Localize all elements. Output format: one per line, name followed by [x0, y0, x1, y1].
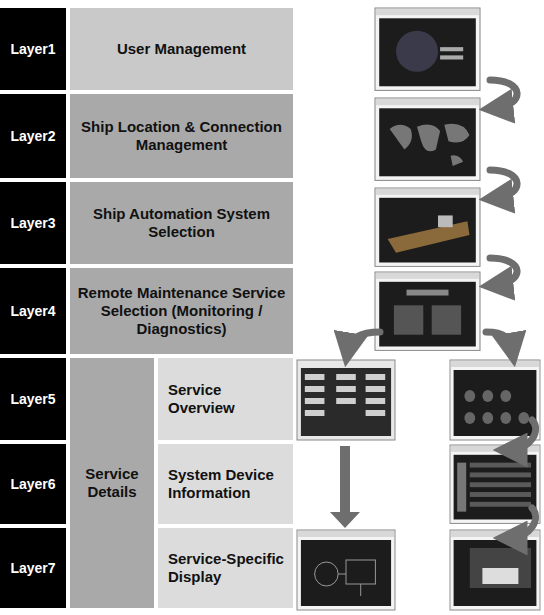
layer-title: User Management — [70, 8, 293, 90]
sub-service: Service Overview — [158, 358, 293, 440]
service-details: Service Details — [70, 358, 154, 608]
layer-label: Layer7 — [0, 528, 66, 608]
node-text: Layer3 — [10, 215, 55, 232]
node-text: Ship Automation System Selection — [76, 205, 287, 241]
sub-service: Service-Specific Display — [158, 528, 293, 608]
world-map-screen — [375, 98, 480, 180]
layer-label: Layer2 — [0, 94, 66, 178]
flow-arrows — [348, 80, 536, 538]
node-text: Layer7 — [10, 560, 55, 577]
service-selection-screen — [375, 272, 480, 350]
layer-label: Layer6 — [0, 444, 66, 524]
diagnostics-display-screen — [450, 530, 540, 610]
layer-title: Ship Location & Connection Management — [70, 94, 293, 178]
login-screen — [375, 8, 480, 90]
node-text: Service Details — [76, 465, 148, 501]
node-text: Layer6 — [10, 476, 55, 493]
node-text: Layer1 — [10, 41, 55, 58]
node-text: System Device Information — [168, 466, 287, 502]
ship-selection-screen — [375, 188, 480, 266]
layer-title: Ship Automation System Selection — [70, 182, 293, 264]
node-text: Service-Specific Display — [168, 550, 287, 586]
node-text: Remote Maintenance Service Selection (Mo… — [76, 284, 287, 338]
diagnostics-overview-screen — [450, 360, 540, 440]
layer-label: Layer4 — [0, 268, 66, 354]
node-text: Layer2 — [10, 128, 55, 145]
node-text: Ship Location & Connection Management — [76, 118, 287, 154]
node-text: Service Overview — [168, 381, 287, 417]
sub-service: System Device Information — [158, 444, 293, 524]
node-text: Layer4 — [10, 303, 55, 320]
layer-label: Layer5 — [0, 358, 66, 440]
layer-title: Remote Maintenance Service Selection (Mo… — [70, 268, 293, 354]
node-text: Layer5 — [10, 391, 55, 408]
node-text: User Management — [117, 40, 246, 58]
layer-label: Layer3 — [0, 182, 66, 264]
monitoring-display-screen — [297, 530, 395, 610]
layer-label: Layer1 — [0, 8, 66, 90]
device-info-screen — [450, 445, 540, 523]
down-arrow — [330, 446, 360, 528]
monitoring-overview-screen — [297, 360, 395, 440]
